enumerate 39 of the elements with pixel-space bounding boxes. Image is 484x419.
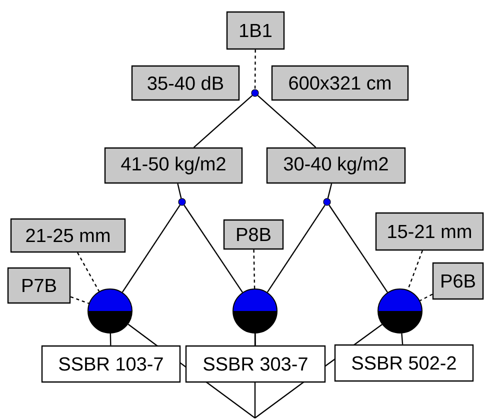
half-filled-circle — [378, 288, 422, 334]
label-box: 35-40 dB — [131, 65, 240, 101]
junction-dot — [323, 198, 331, 206]
label-box: SSBR 502-2 — [334, 344, 474, 382]
connector-line — [254, 333, 256, 346]
connector-line — [401, 333, 404, 344]
connector-line — [70, 296, 90, 304]
label-box: 21-25 mm — [10, 218, 126, 253]
label-box: P7B — [7, 267, 71, 304]
label-box: P8B — [223, 219, 284, 250]
label-box: SSBR 303-7 — [185, 345, 326, 383]
junction-dot — [251, 89, 259, 97]
connector-line — [266, 204, 326, 293]
connector-line — [257, 95, 316, 148]
connector-line — [128, 324, 256, 419]
connector-line — [110, 333, 112, 346]
junction-dot — [178, 198, 186, 206]
label-box: SSBR 103-7 — [41, 345, 181, 383]
connector-line — [253, 250, 256, 288]
half-filled-circle — [88, 288, 132, 334]
connector-line — [327, 183, 332, 198]
label-box: 1B1 — [226, 11, 285, 50]
connector-line — [407, 250, 423, 290]
label-box: 41-50 kg/m2 — [104, 147, 243, 184]
connector-line — [420, 294, 433, 302]
connector-line — [254, 50, 256, 90]
connector-line — [254, 324, 383, 419]
half-filled-circle — [232, 288, 278, 334]
label-box: 600x321 cm — [271, 65, 409, 101]
label-box: P6B — [432, 262, 484, 300]
connector-line — [122, 204, 180, 293]
connector-line — [193, 95, 253, 148]
connector-line — [77, 252, 100, 292]
connector-line — [254, 332, 256, 419]
connector-line — [328, 204, 388, 293]
label-box: 15-21 mm — [375, 212, 484, 251]
label-box: 30-40 kg/m2 — [266, 147, 406, 184]
connector-line — [184, 204, 243, 293]
connector-line — [177, 183, 182, 198]
